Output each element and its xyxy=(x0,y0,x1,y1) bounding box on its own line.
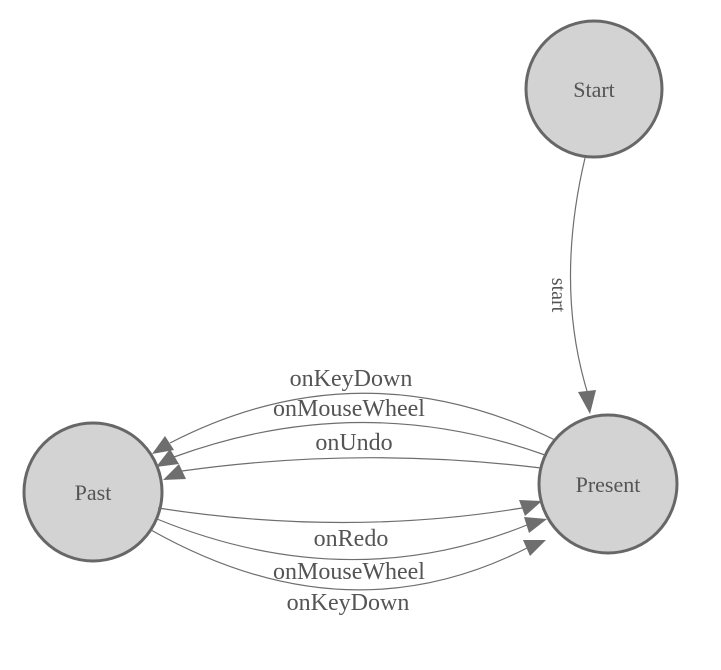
node-start: Start xyxy=(524,19,664,159)
edge-present-to-past-onmousewheel: onMouseWheel xyxy=(156,396,546,467)
node-start-circle xyxy=(524,19,664,159)
node-past-label: Past xyxy=(75,480,112,505)
arrowhead-icon xyxy=(523,540,546,556)
edge-label: onUndo xyxy=(315,430,392,456)
edge-start-path xyxy=(569,157,588,392)
edge-start-label: start xyxy=(547,278,569,313)
edge-present-to-past-onkeydown: onKeyDown xyxy=(152,366,556,454)
edge-label: onRedo xyxy=(314,526,389,552)
node-past: Past xyxy=(22,421,164,563)
arrowhead-icon xyxy=(519,500,542,516)
node-present-label: Present xyxy=(576,472,641,497)
node-start-label: Start xyxy=(573,77,615,102)
edge-path xyxy=(157,507,523,524)
edge-path xyxy=(181,457,542,472)
edge-path xyxy=(156,518,528,561)
node-present-circle xyxy=(537,413,679,555)
arrowhead-icon xyxy=(163,464,186,480)
edge-path xyxy=(169,392,556,444)
node-past-circle xyxy=(22,421,164,563)
edge-label: onMouseWheel xyxy=(273,396,425,422)
arrowhead-icon xyxy=(152,436,174,454)
edge-present-to-past-onundo: onUndo xyxy=(163,430,542,480)
edge-path xyxy=(173,421,546,458)
arrowhead-icon xyxy=(578,390,596,414)
edge-past-to-present-onmousewheel: onMouseWheel xyxy=(156,517,547,585)
edge-label: onKeyDown xyxy=(287,590,410,616)
node-present: Present xyxy=(537,413,679,555)
edge-past-to-present-onredo: onRedo xyxy=(157,500,542,552)
edge-past-to-present-onkeydown: onKeyDown xyxy=(150,529,546,616)
edge-path xyxy=(150,529,528,591)
edge-label: onKeyDown xyxy=(290,366,413,392)
arrowhead-icon xyxy=(524,517,547,533)
edge-start-to-present: start xyxy=(547,157,596,414)
arrowhead-icon xyxy=(156,449,179,467)
edge-label: onMouseWheel xyxy=(273,559,425,585)
